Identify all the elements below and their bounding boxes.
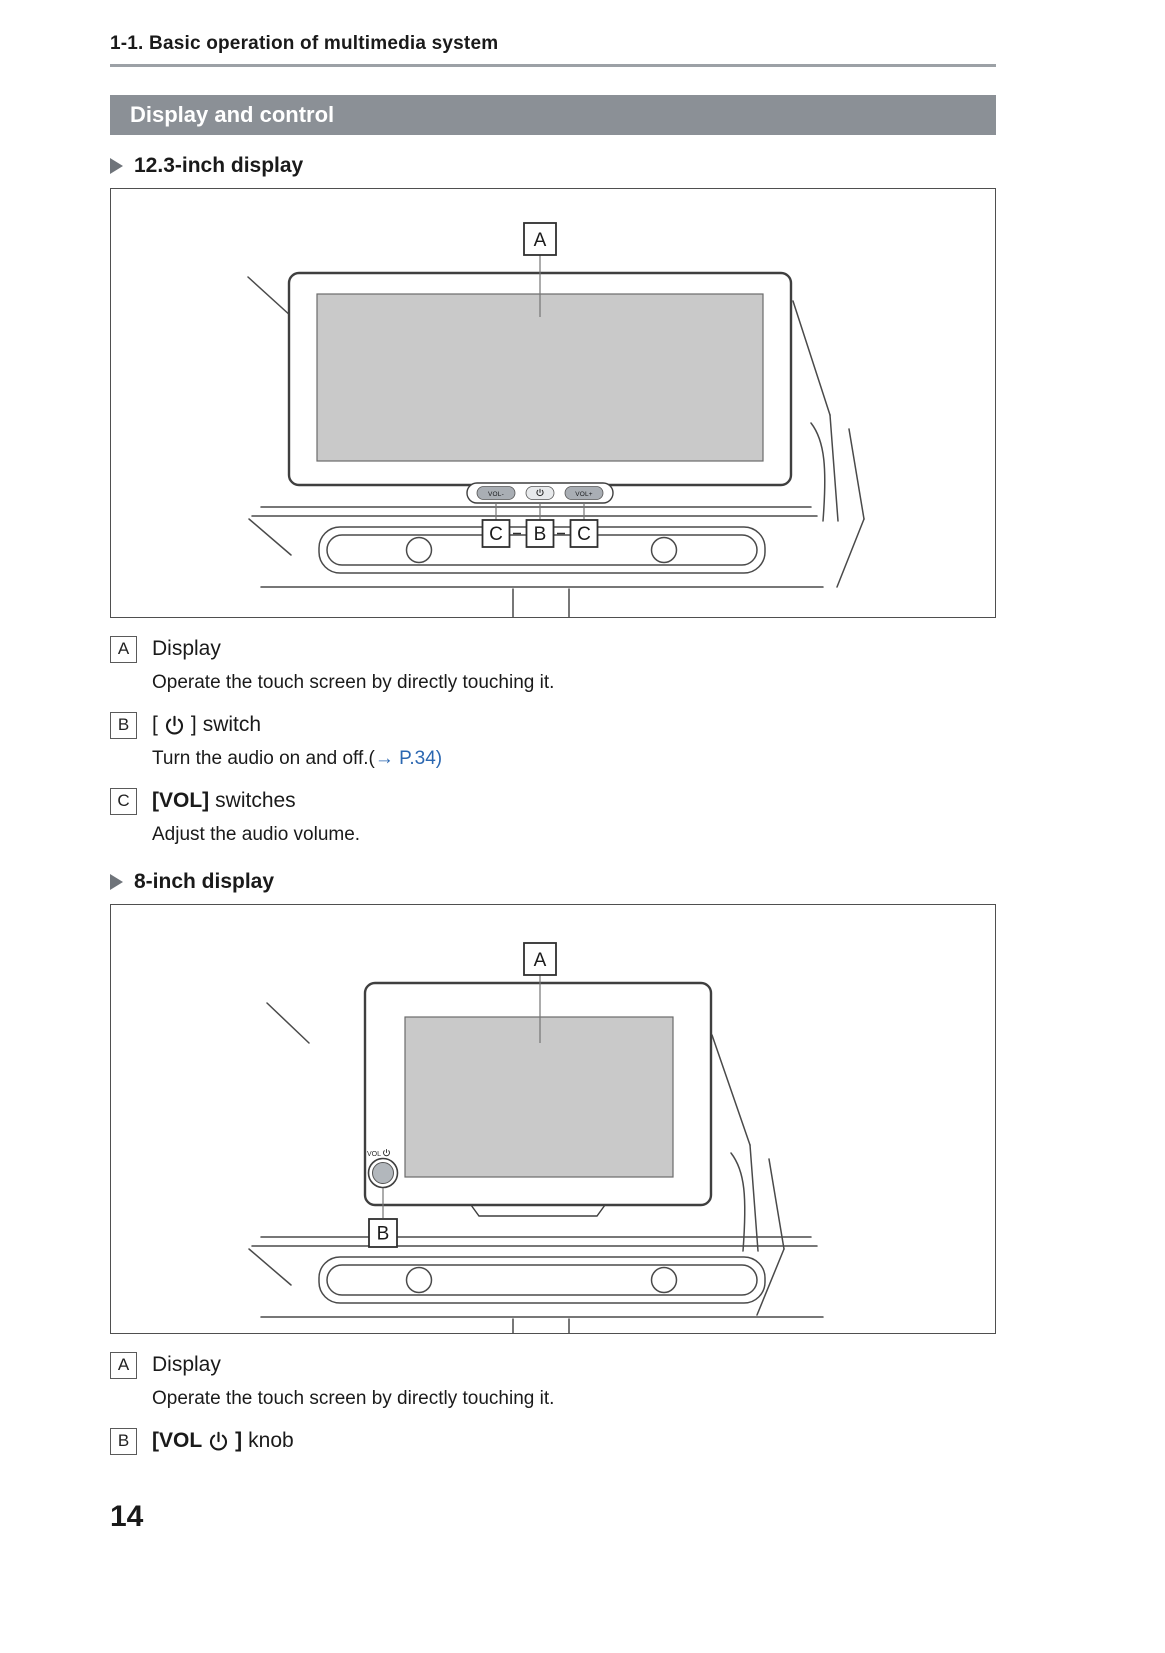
bracket-open: [	[152, 713, 158, 736]
item-b-title: [ ] switch	[152, 713, 261, 737]
triangle-right-icon	[110, 873, 123, 890]
item-a-desc: Operate the touch screen by directly tou…	[152, 1387, 555, 1409]
callout-c-right: C	[569, 518, 599, 548]
item-c-desc: Adjust the audio volume.	[152, 823, 361, 845]
subheading-8-inch: 8-inch display	[110, 870, 996, 894]
vol-plus-button: VOL+	[564, 485, 604, 500]
display-screen	[404, 1015, 674, 1178]
callout-b: B	[368, 1187, 398, 1248]
item-a-desc: Operate the touch screen by directly tou…	[152, 671, 555, 693]
figure-8-drawing: A VOL B	[248, 941, 824, 1333]
callout-a-letter: A	[534, 230, 547, 251]
vol-minus-button: VOL-	[476, 485, 516, 500]
vol-minus-label: VOL-	[488, 490, 504, 497]
item-b-desc: Turn the audio on and off.(→ P.34)	[152, 748, 996, 770]
legend-item-b: B [VOL ] knob	[110, 1427, 996, 1455]
volume-knob: VOL	[367, 1148, 399, 1188]
key-label-a: A	[110, 635, 137, 663]
figure-8-display: A VOL B	[110, 903, 996, 1334]
callout-a: A	[523, 941, 557, 1043]
section-banner-title: Display and control	[130, 101, 335, 127]
legend-item-b: B [ ] switch	[110, 711, 996, 739]
key-label-b: B	[110, 711, 137, 739]
power-icon	[208, 1430, 229, 1453]
item-b-title-rest: switch	[202, 713, 262, 736]
item-a-title: Display	[152, 1353, 221, 1376]
key-label-c: C	[110, 787, 137, 815]
bracket-close: ]	[190, 713, 197, 736]
section-banner: Display and control	[110, 94, 996, 135]
callout-c-right-letter: C	[577, 524, 591, 545]
callout-c-left-letter: C	[489, 524, 503, 545]
bracket-close: ]	[235, 1429, 243, 1452]
triangle-right-icon	[110, 157, 123, 174]
item-c-title-vol: [VOL]	[152, 789, 210, 812]
callout-b-letter: B	[534, 524, 547, 545]
key-label-a: A	[110, 1351, 137, 1379]
bezel-mount	[470, 1204, 606, 1217]
page-34-link[interactable]: → P.34)	[374, 747, 443, 769]
callout-leaders	[495, 502, 585, 520]
knob-label: VOL	[367, 1151, 381, 1158]
subheading-12-3-inch-label: 12.3-inch display	[134, 153, 304, 177]
figure-12-3-display: A VOL-	[110, 187, 996, 618]
item-b-title-rest: knob	[248, 1429, 294, 1452]
display-screen	[316, 292, 764, 462]
item-b-title: [VOL ] knob	[152, 1429, 294, 1453]
breadcrumb: 1-1. Basic operation of multimedia syste…	[110, 33, 499, 54]
header-divider	[110, 64, 996, 67]
item-c-title: [VOL] switches	[152, 789, 296, 813]
legend-item-a: A Display	[110, 635, 996, 663]
power-icon	[164, 714, 185, 737]
subheading-12-3-inch: 12.3-inch display	[110, 154, 996, 178]
item-b-title-vol: [VOL	[152, 1429, 203, 1452]
power-icon	[536, 488, 544, 496]
callout-c-left: C	[481, 518, 511, 548]
power-button	[525, 485, 555, 500]
key-label-b: B	[110, 1427, 137, 1455]
callout-b: B	[525, 518, 555, 548]
legend-item-a: A Display	[110, 1351, 996, 1379]
dashboard-lines	[248, 1001, 824, 1333]
legend-item-c: C [VOL] switches	[110, 787, 996, 815]
vol-plus-label: VOL+	[575, 490, 593, 497]
item-a-title: Display	[152, 637, 221, 660]
power-icon	[383, 1148, 390, 1156]
page-number: 14	[110, 1500, 144, 1533]
callout-a-letter: A	[534, 950, 547, 971]
figure-12-3-drawing: A VOL-	[247, 221, 865, 617]
callout-b-letter: B	[377, 1223, 390, 1244]
subheading-8-inch-label: 8-inch display	[134, 869, 275, 893]
callout-a: A	[523, 221, 557, 317]
button-pod: VOL- VOL+	[466, 481, 614, 504]
item-c-title-rest: switches	[215, 789, 296, 812]
item-b-desc-text: Turn the audio on and off.(	[152, 747, 375, 769]
